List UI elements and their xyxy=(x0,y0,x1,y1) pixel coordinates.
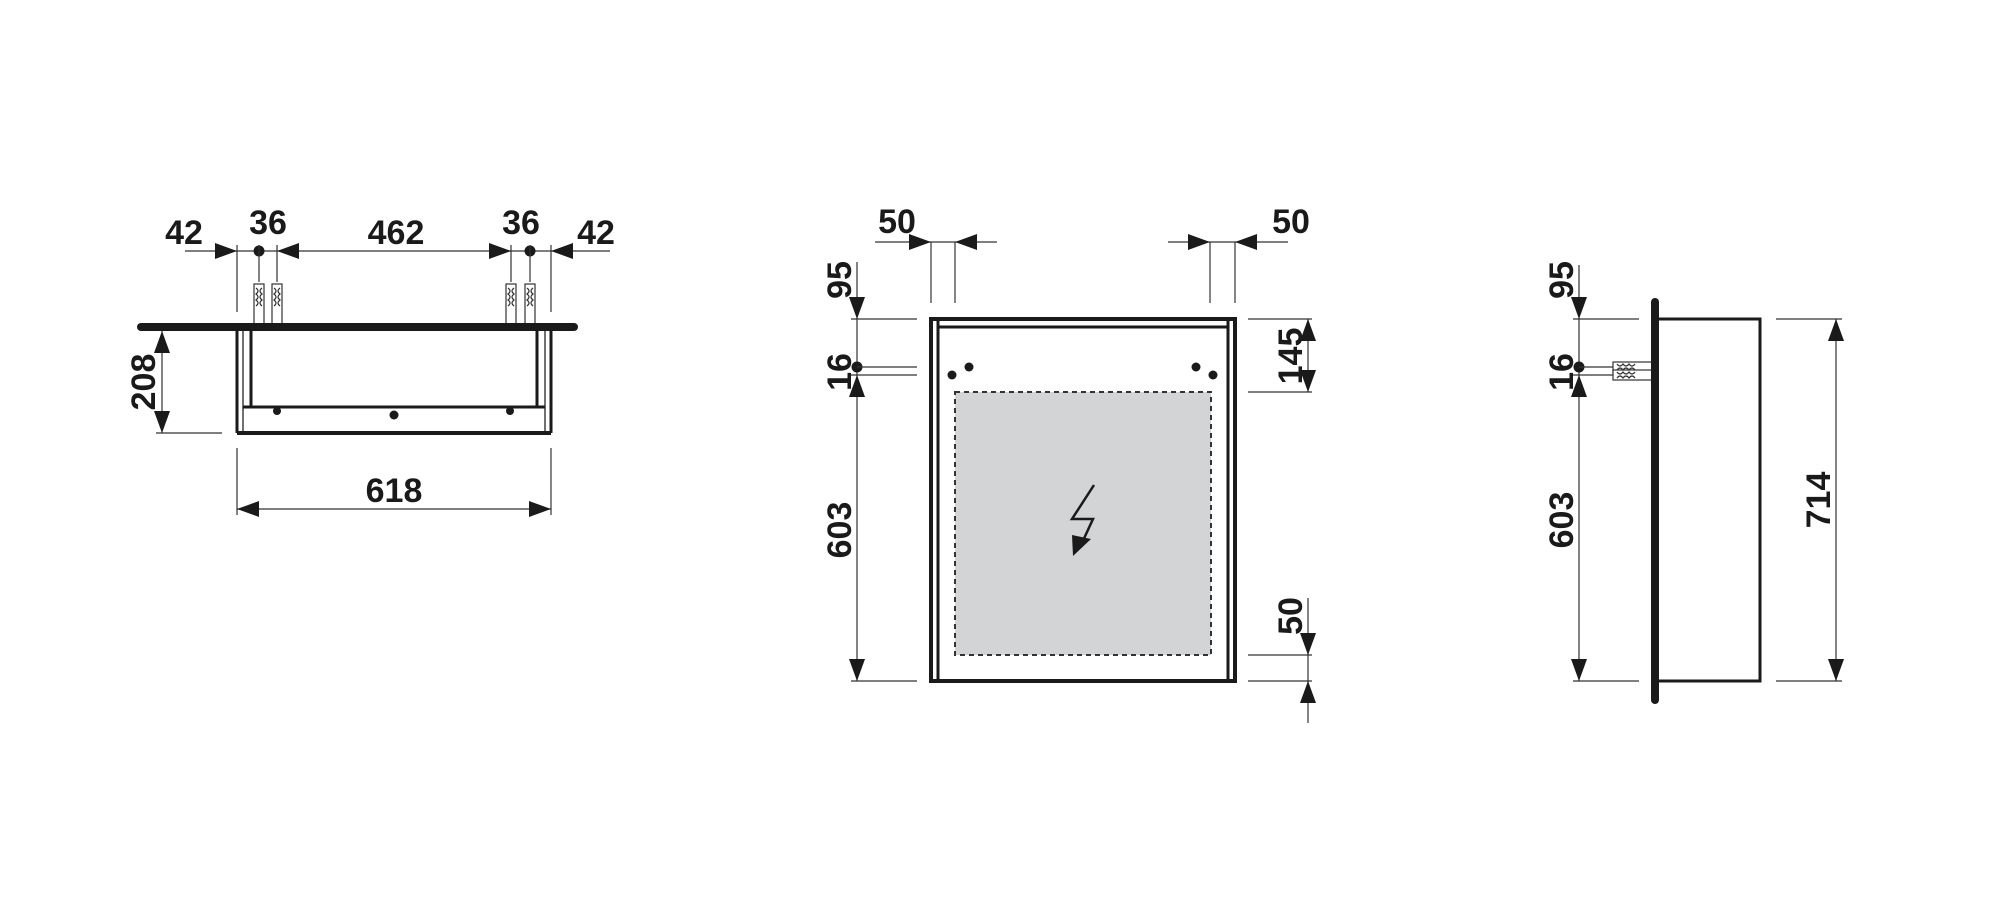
dim-center-span: 462 xyxy=(368,214,425,252)
cabinet-top-body xyxy=(235,331,553,435)
dim-left-edge: 42 xyxy=(165,214,203,252)
front-view: 50 50 95 16 603 xyxy=(821,203,1316,723)
dim-plug-spacing: 16 xyxy=(821,353,859,391)
top-view: 42 36 462 36 42 xyxy=(125,204,615,517)
dim-right-edge: 42 xyxy=(577,214,615,252)
right-dimensions: 145 50 xyxy=(1248,318,1316,723)
electrical-connection-icon xyxy=(1069,484,1096,556)
left-height-chain: 95 16 603 xyxy=(821,261,917,682)
wall-plug-icons xyxy=(253,283,536,327)
side-left-height-chain: 95 16 603 xyxy=(1543,261,1650,682)
dim-side-height: 714 xyxy=(1800,472,1838,529)
dim-side-top-offset: 95 xyxy=(1543,261,1581,299)
width-dimension: 618 xyxy=(236,448,552,517)
depth-dimension: 208 xyxy=(125,331,222,434)
dim-width: 618 xyxy=(366,472,423,510)
dim-top-offset: 95 xyxy=(821,261,859,299)
mirror-area xyxy=(954,391,1212,656)
dim-side-mount-height: 603 xyxy=(1543,492,1581,549)
inset-dimensions: 50 50 xyxy=(875,203,1310,303)
dim-left-plug-spacing: 36 xyxy=(249,204,287,242)
cabinet-front-body xyxy=(929,317,1237,683)
dim-top-panel: 145 xyxy=(1272,328,1310,385)
cabinet-side-body xyxy=(1659,317,1762,683)
dim-side-plug-spacing: 16 xyxy=(1543,353,1581,391)
dim-depth: 208 xyxy=(125,354,163,411)
wall-plug-icons xyxy=(1612,361,1656,381)
dim-left-inset: 50 xyxy=(878,203,916,241)
dim-mount-height: 603 xyxy=(821,502,859,559)
side-height-dimension: 714 xyxy=(1776,318,1844,682)
dim-right-inset: 50 xyxy=(1272,203,1310,241)
dim-bottom-margin: 50 xyxy=(1272,597,1310,635)
dim-right-plug-spacing: 36 xyxy=(502,204,540,242)
side-view: 95 16 603 714 xyxy=(1543,261,1844,704)
top-dimension-chain: 42 36 462 36 42 xyxy=(165,204,615,312)
